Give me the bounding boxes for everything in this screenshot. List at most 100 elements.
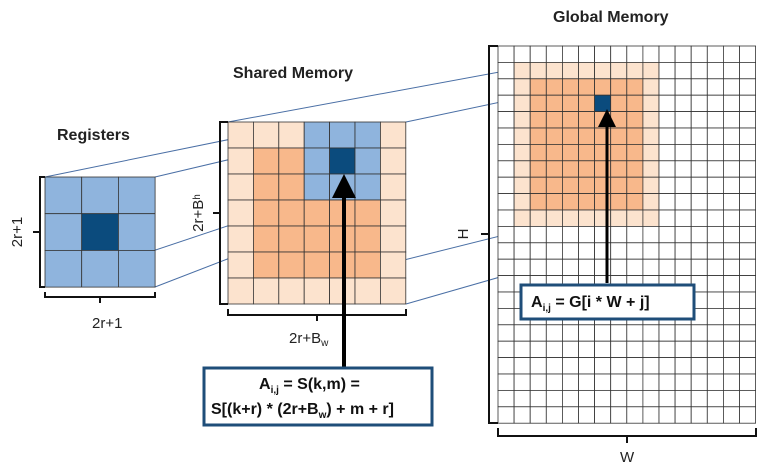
global-cell <box>578 94 596 112</box>
global-cell <box>739 307 757 326</box>
global-cell <box>690 111 708 129</box>
shared-cell <box>379 277 407 305</box>
global-cell <box>739 340 757 359</box>
global-cell <box>594 62 612 80</box>
shared-formula-line1: Ai,j = S(k,m) = <box>259 376 360 396</box>
global-cell <box>723 340 740 359</box>
global-cell <box>739 357 757 375</box>
dimension-brackets <box>33 45 757 443</box>
global-cell <box>545 45 563 63</box>
global-cell <box>497 94 515 112</box>
global-cell <box>545 406 563 424</box>
shared-cell <box>379 173 407 201</box>
global-cell <box>529 209 547 227</box>
global-cell <box>674 225 692 244</box>
global-cell <box>642 160 660 178</box>
global-cell <box>626 127 644 145</box>
shared-cell <box>329 147 356 175</box>
global-cell <box>545 373 563 391</box>
global-cell <box>642 143 660 162</box>
global-cell <box>497 242 515 260</box>
global-cell <box>626 94 644 112</box>
global-cell <box>723 373 740 391</box>
global-cell <box>545 111 563 129</box>
registers-grid <box>44 176 156 288</box>
global-cell <box>497 127 515 145</box>
global-cell <box>674 242 692 260</box>
global-cell <box>610 160 628 178</box>
global-cell <box>642 176 660 194</box>
global-cell <box>513 225 531 244</box>
global-cell <box>739 209 757 227</box>
global-cell <box>674 193 692 211</box>
global-cell <box>626 242 644 260</box>
global-cell <box>642 127 660 145</box>
global-cell <box>723 78 740 96</box>
global-cell <box>578 406 596 424</box>
global-cell <box>562 242 579 260</box>
global-cell <box>562 94 579 112</box>
global-cell <box>529 357 547 375</box>
global-cell <box>529 406 547 424</box>
global-cell <box>626 62 644 80</box>
global-cell <box>578 242 596 260</box>
global-memory-grid <box>497 45 757 424</box>
global-cell <box>723 291 740 309</box>
global-memory-title: Global Memory <box>553 9 669 26</box>
global-cell <box>610 389 628 408</box>
global-cell <box>706 291 724 309</box>
global-cell <box>610 340 628 359</box>
global-cell <box>674 127 692 145</box>
global-cell <box>610 357 628 375</box>
global-cell <box>562 143 579 162</box>
shared-cell <box>379 225 407 253</box>
global-cell <box>578 111 596 129</box>
global-cell <box>626 176 644 194</box>
global-cell <box>674 340 692 359</box>
global-cell <box>723 160 740 178</box>
global-cell <box>610 373 628 391</box>
shared-cell <box>303 121 331 149</box>
global-formula-box <box>519 283 696 321</box>
global-cell <box>578 225 596 244</box>
global-cell <box>642 94 660 112</box>
global-cell <box>706 373 724 391</box>
shared-cell <box>252 251 280 279</box>
global-cell <box>739 193 757 211</box>
shared-cell <box>278 225 305 253</box>
global-cell <box>723 275 740 293</box>
shared-cell <box>278 277 305 305</box>
global-cell <box>513 258 531 277</box>
global-cell <box>739 275 757 293</box>
shared-cell <box>227 199 254 227</box>
global-cell <box>674 406 692 424</box>
global-cell <box>562 340 579 359</box>
global-cell <box>642 111 660 129</box>
shared-formula-line2: S[(k+r) * (2r+Bw) + m + r] <box>211 401 394 421</box>
global-cell <box>723 406 740 424</box>
global-cell <box>690 94 708 112</box>
global-cell <box>658 127 676 145</box>
global-cell <box>706 209 724 227</box>
shared-cell <box>252 173 280 201</box>
global-cell <box>739 324 757 342</box>
global-cell <box>739 242 757 260</box>
global-cell <box>706 275 724 293</box>
global-cell <box>545 62 563 80</box>
global-cell <box>545 242 563 260</box>
global-cell <box>706 78 724 96</box>
global-cell <box>658 242 676 260</box>
global-cell <box>690 209 708 227</box>
global-cell <box>642 78 660 96</box>
global-cell <box>658 176 676 194</box>
global-cell <box>674 78 692 96</box>
global-cell <box>723 307 740 326</box>
global-cell <box>497 143 515 162</box>
global-cell <box>706 307 724 326</box>
global-cell <box>690 62 708 80</box>
shared-cell <box>252 277 280 305</box>
global-cell <box>739 160 757 178</box>
global-cell <box>513 94 531 112</box>
global-cell <box>610 111 628 129</box>
